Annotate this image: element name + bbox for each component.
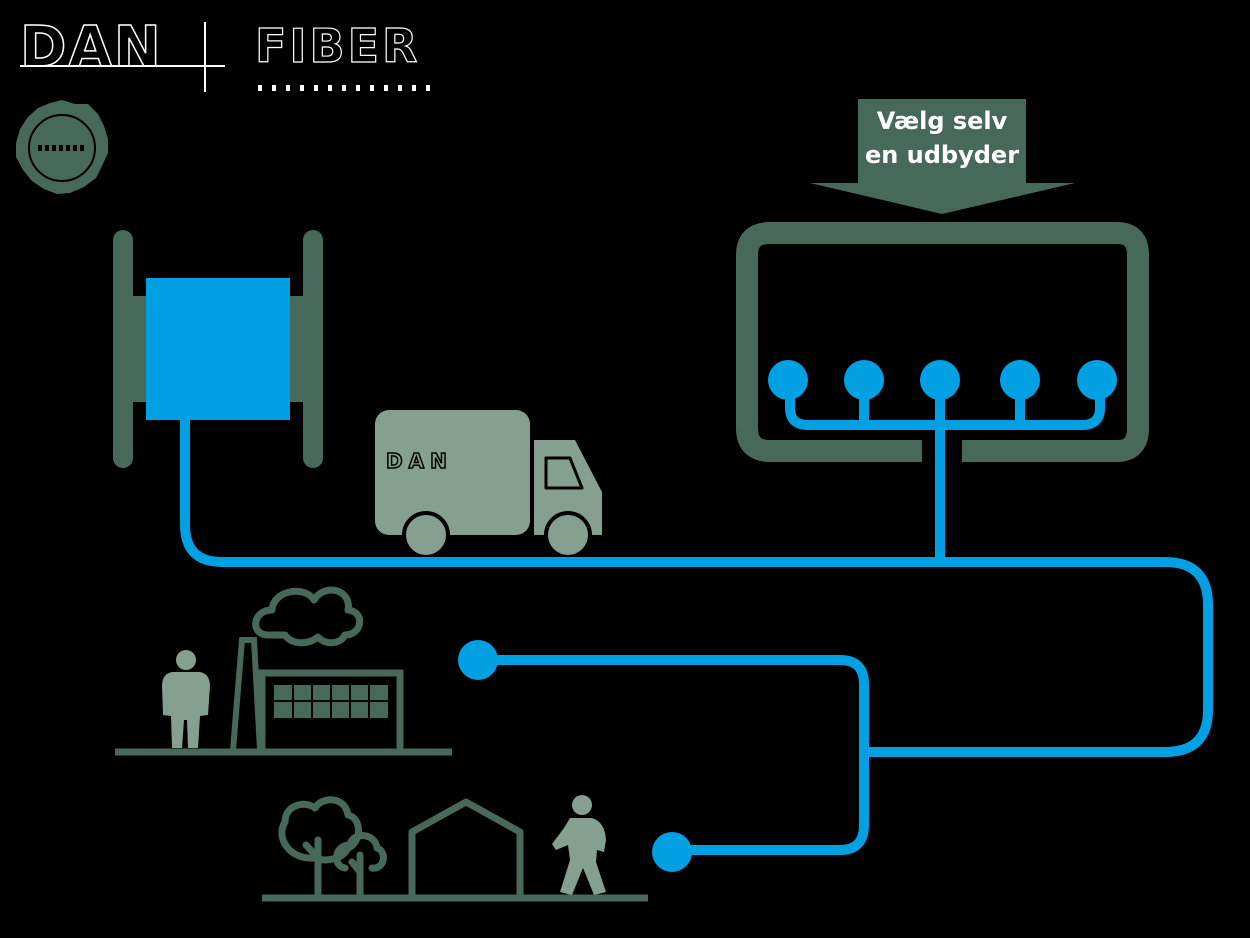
choose-provider-label: Vælg selv en udbyder [858,104,1026,172]
person-standing-icon [162,650,210,748]
logo-brand-right: FIBER [255,19,420,73]
factory-icon [230,637,404,751]
cloud-icon [252,586,364,647]
seal-badge-icon [16,100,108,194]
provider-port-1 [768,360,808,400]
factory-scene [115,586,452,756]
truck-logo-text: DAN [386,449,453,473]
fiber-cables [180,377,1213,855]
home-connection-point [652,832,692,872]
reel-to-loop-cable [180,415,1213,757]
cable-reel-icon [113,230,323,468]
person-walking-icon [552,795,606,895]
provider-port-3 [920,360,960,400]
choose-provider-line-2: en udbyder [864,141,1020,169]
logo-brand-left: DAN [20,15,163,80]
house-icon [408,798,524,895]
delivery-truck-icon: DAN [375,410,602,559]
choose-provider-line-1: Vælg selv [876,107,1008,135]
provider-port-5 [1077,360,1117,400]
dan-fiber-logo: DAN FIBER [19,14,430,92]
provider-port-4 [1000,360,1040,400]
branch-cable [473,655,869,855]
choose-provider-arrow [810,99,1075,214]
distribution-box-icon [736,222,1149,462]
factory-connection-point [458,640,498,680]
provider-port-2 [844,360,884,400]
tree-icon [278,796,387,899]
home-scene [262,795,648,902]
provider-ports [768,360,1117,400]
